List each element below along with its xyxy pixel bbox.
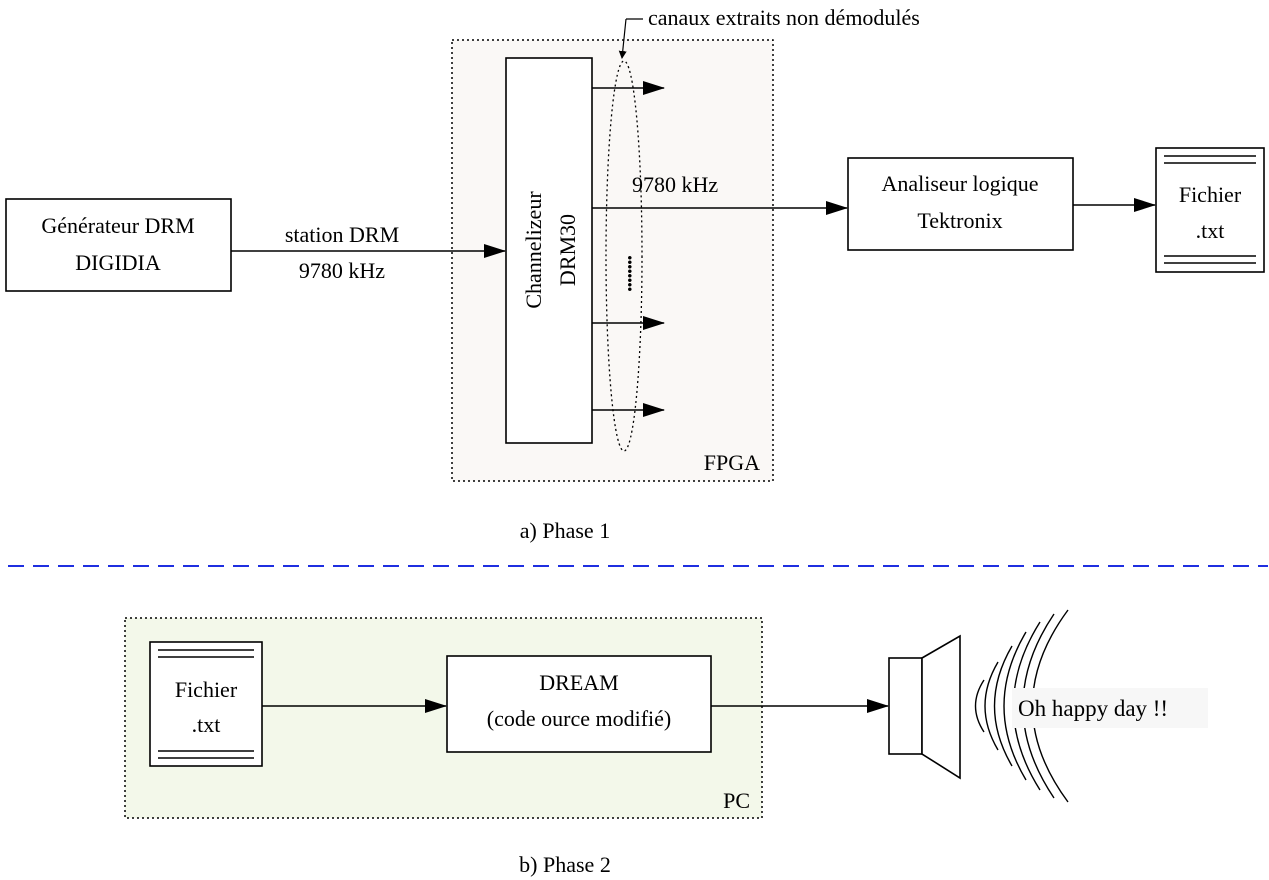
generator-line2: DIGIDIA [75,250,161,275]
speaker-text: Oh happy day !! [1018,696,1168,721]
file2-line1: Fichier [175,677,238,702]
input-signal-line1: station DRM [285,222,399,247]
dream-box [446,655,712,753]
sound-waves-icon [974,609,1069,803]
annotation-arrow [618,18,627,59]
generator-line1: Générateur DRM [41,213,194,238]
file-line1: Fichier [1179,182,1242,207]
file-line2: .txt [1196,218,1225,243]
pc-label: PC [723,788,750,813]
channels-ellipsis: ........ [623,255,648,292]
file2-line2: .txt [192,712,221,737]
output-freq-label: 9780 kHz [632,172,718,197]
phase2-section: PC Fichier .txt DREAM (code ource modifi… [124,609,1208,877]
phase2-caption: b) Phase 2 [519,852,611,877]
speaker-text-bg [1012,688,1208,728]
phase1-section: FPGA canaux extraits non démodulés Génér… [5,5,1265,543]
analyzer-line1: Analiseur logique [881,171,1038,196]
annotation-text: canaux extraits non démodulés [648,5,920,30]
input-signal-line2: 9780 kHz [299,258,385,283]
analyzer-line2: Tektronix [917,208,1002,233]
channelizer-line1: Channelizeur [521,191,546,309]
phase1-caption: a) Phase 1 [520,518,610,543]
dream-line2: (code ource modifié) [487,706,671,731]
channelizer-box [505,57,593,444]
file-icon-phase2 [149,641,263,767]
analyzer-box [847,157,1074,251]
channelizer-line2: DRM30 [555,214,580,286]
channels-ellipse [605,60,643,452]
fpga-label: FPGA [704,450,760,475]
file-icon [1155,147,1265,273]
generator-box [5,198,232,292]
speaker-icon [888,634,961,780]
dream-line1: DREAM [539,670,618,695]
